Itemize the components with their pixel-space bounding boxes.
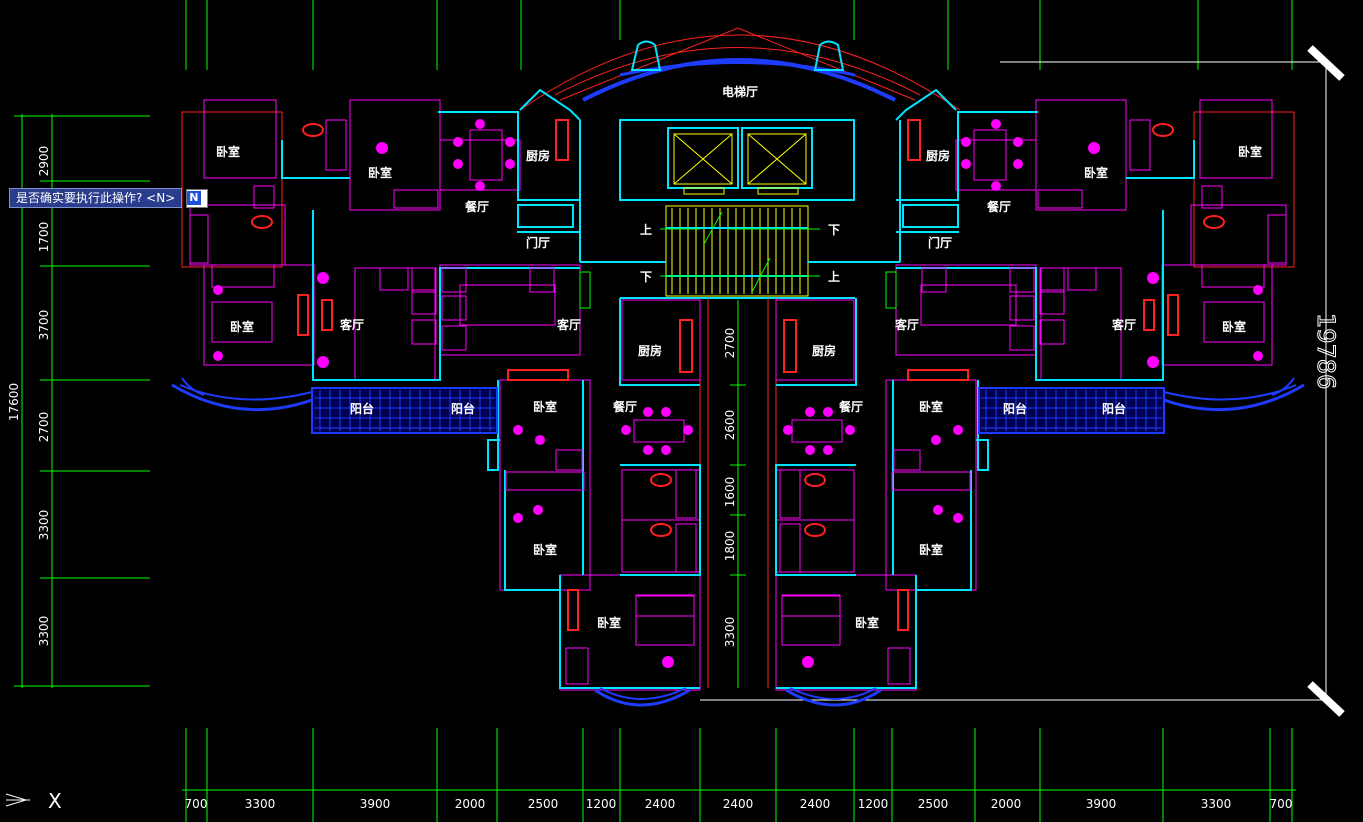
dim-right-total: 19786: [1312, 313, 1340, 389]
dim-left-6: 3300: [37, 616, 51, 647]
dim-center-1: 2700: [723, 328, 737, 359]
label-balcony-r1: 阳台: [1102, 401, 1126, 416]
label-bedroom-r2: 卧室: [1084, 165, 1108, 180]
label-kitchen-r1: 厨房: [926, 148, 950, 163]
label-bedroom-l5: 卧室: [533, 542, 557, 557]
dim-bottom-1: 700: [185, 797, 208, 811]
dim-bottom-7: 2400: [645, 797, 676, 811]
label-dining-l1: 餐厅: [465, 199, 489, 214]
label-stair-up-left: 上: [640, 222, 652, 237]
left-wing: [171, 88, 701, 707]
dim-bottom-8: 2400: [723, 797, 754, 811]
dim-center-2: 2600: [723, 410, 737, 441]
dim-bottom-12: 2000: [991, 797, 1022, 811]
prompt-input-field[interactable]: N: [186, 188, 209, 208]
central-core: [619, 119, 855, 297]
dim-bottom-3: 3900: [360, 797, 391, 811]
prompt-input-value: N: [187, 191, 201, 205]
prompt-question: 是否确实要执行此操作? <N>: [9, 188, 183, 208]
dim-bottom-4: 2000: [455, 797, 486, 811]
label-elevator-hall: 电梯厅: [722, 84, 758, 99]
label-living-r2: 客厅: [894, 317, 919, 332]
bottom-dimension-texts: 700 3300 3900 2000 2500 1200 2400 2400 2…: [185, 797, 1293, 811]
dim-center-4: 1800: [723, 531, 737, 562]
label-bedroom-l6: 卧室: [597, 615, 621, 630]
label-bedroom-r5: 卧室: [919, 542, 943, 557]
label-bedroom-l1: 卧室: [216, 144, 240, 159]
dim-bottom-9: 2400: [800, 797, 831, 811]
label-balcony-r2: 阳台: [1003, 401, 1027, 416]
label-living-l1: 客厅: [339, 317, 364, 332]
dim-bottom-13: 3900: [1086, 797, 1117, 811]
label-kitchen-l2: 厨房: [638, 343, 662, 358]
center-dimension-texts: 2700 2600 1600 1800 3300: [723, 328, 737, 648]
core-walls: [579, 120, 901, 299]
label-foyer-l: 门厅: [526, 235, 550, 250]
top-extension-lines: [185, 0, 1293, 70]
label-stair-up-right: 上: [828, 269, 840, 284]
label-bedroom-r4: 卧室: [919, 399, 943, 414]
center-dimension-chain: [730, 300, 746, 688]
ucs-icon: X: [5, 789, 62, 813]
label-stair-down-right: 下: [828, 223, 840, 237]
label-bedroom-r1: 卧室: [1238, 144, 1262, 159]
dim-bottom-14: 3300: [1201, 797, 1232, 811]
label-balcony-l1: 阳台: [350, 401, 374, 416]
dim-bottom-11: 2500: [918, 797, 949, 811]
dim-bottom-6: 1200: [586, 797, 617, 811]
stair-treads: [671, 208, 801, 294]
dim-bottom-5: 2500: [528, 797, 559, 811]
dim-bottom-2: 3300: [245, 797, 276, 811]
ucs-x-label: X: [48, 789, 62, 813]
left-dimension-chain: [14, 114, 150, 688]
roof-arcs: [519, 27, 961, 111]
label-kitchen-l1: 厨房: [526, 148, 550, 163]
dim-left-total: 17600: [7, 383, 21, 421]
dim-left-5: 3300: [37, 510, 51, 541]
label-bedroom-r6: 卧室: [855, 615, 879, 630]
dim-bottom-10: 1200: [858, 797, 889, 811]
dim-bottom-15: 700: [1270, 797, 1293, 811]
label-balcony-l2: 阳台: [451, 401, 475, 416]
right-wing: [774, 88, 1306, 707]
label-bedroom-r3: 卧室: [1222, 319, 1246, 334]
dim-left-3: 3700: [37, 310, 51, 341]
label-living-r1: 客厅: [1111, 317, 1136, 332]
dim-center-3: 1600: [723, 477, 737, 508]
label-bedroom-l2: 卧室: [368, 165, 392, 180]
left-dimension-texts: 2900 1700 3700 2700 3300 3300 17600: [7, 146, 51, 647]
right-aligned-dimension: 19786: [700, 45, 1345, 717]
stair-arrows: [660, 211, 820, 293]
dim-center-5: 3300: [723, 617, 737, 648]
room-labels: 电梯厅 上 下 下 上 卧室 卧室 厨房 餐厅 门厅 卧室 客厅 客厅 厨房 阳…: [216, 84, 1262, 630]
label-dining-r1: 餐厅: [987, 199, 1011, 214]
label-bedroom-l4: 卧室: [533, 399, 557, 414]
label-foyer-r: 门厅: [928, 235, 952, 250]
label-bedroom-l3: 卧室: [230, 319, 254, 334]
confirm-prompt: 是否确实要执行此操作? <N> N: [9, 188, 209, 208]
label-stair-down-left: 下: [640, 270, 652, 284]
bottom-dimension-chain: [182, 728, 1296, 822]
dim-left-4: 2700: [37, 412, 51, 443]
label-kitchen-r2: 厨房: [812, 343, 836, 358]
label-dining-r2: 餐厅: [839, 399, 863, 414]
label-living-l2: 客厅: [556, 317, 581, 332]
dim-left-2: 1700: [37, 222, 51, 253]
dim-left-1: 2900: [37, 146, 51, 177]
label-dining-l2: 餐厅: [613, 399, 637, 414]
